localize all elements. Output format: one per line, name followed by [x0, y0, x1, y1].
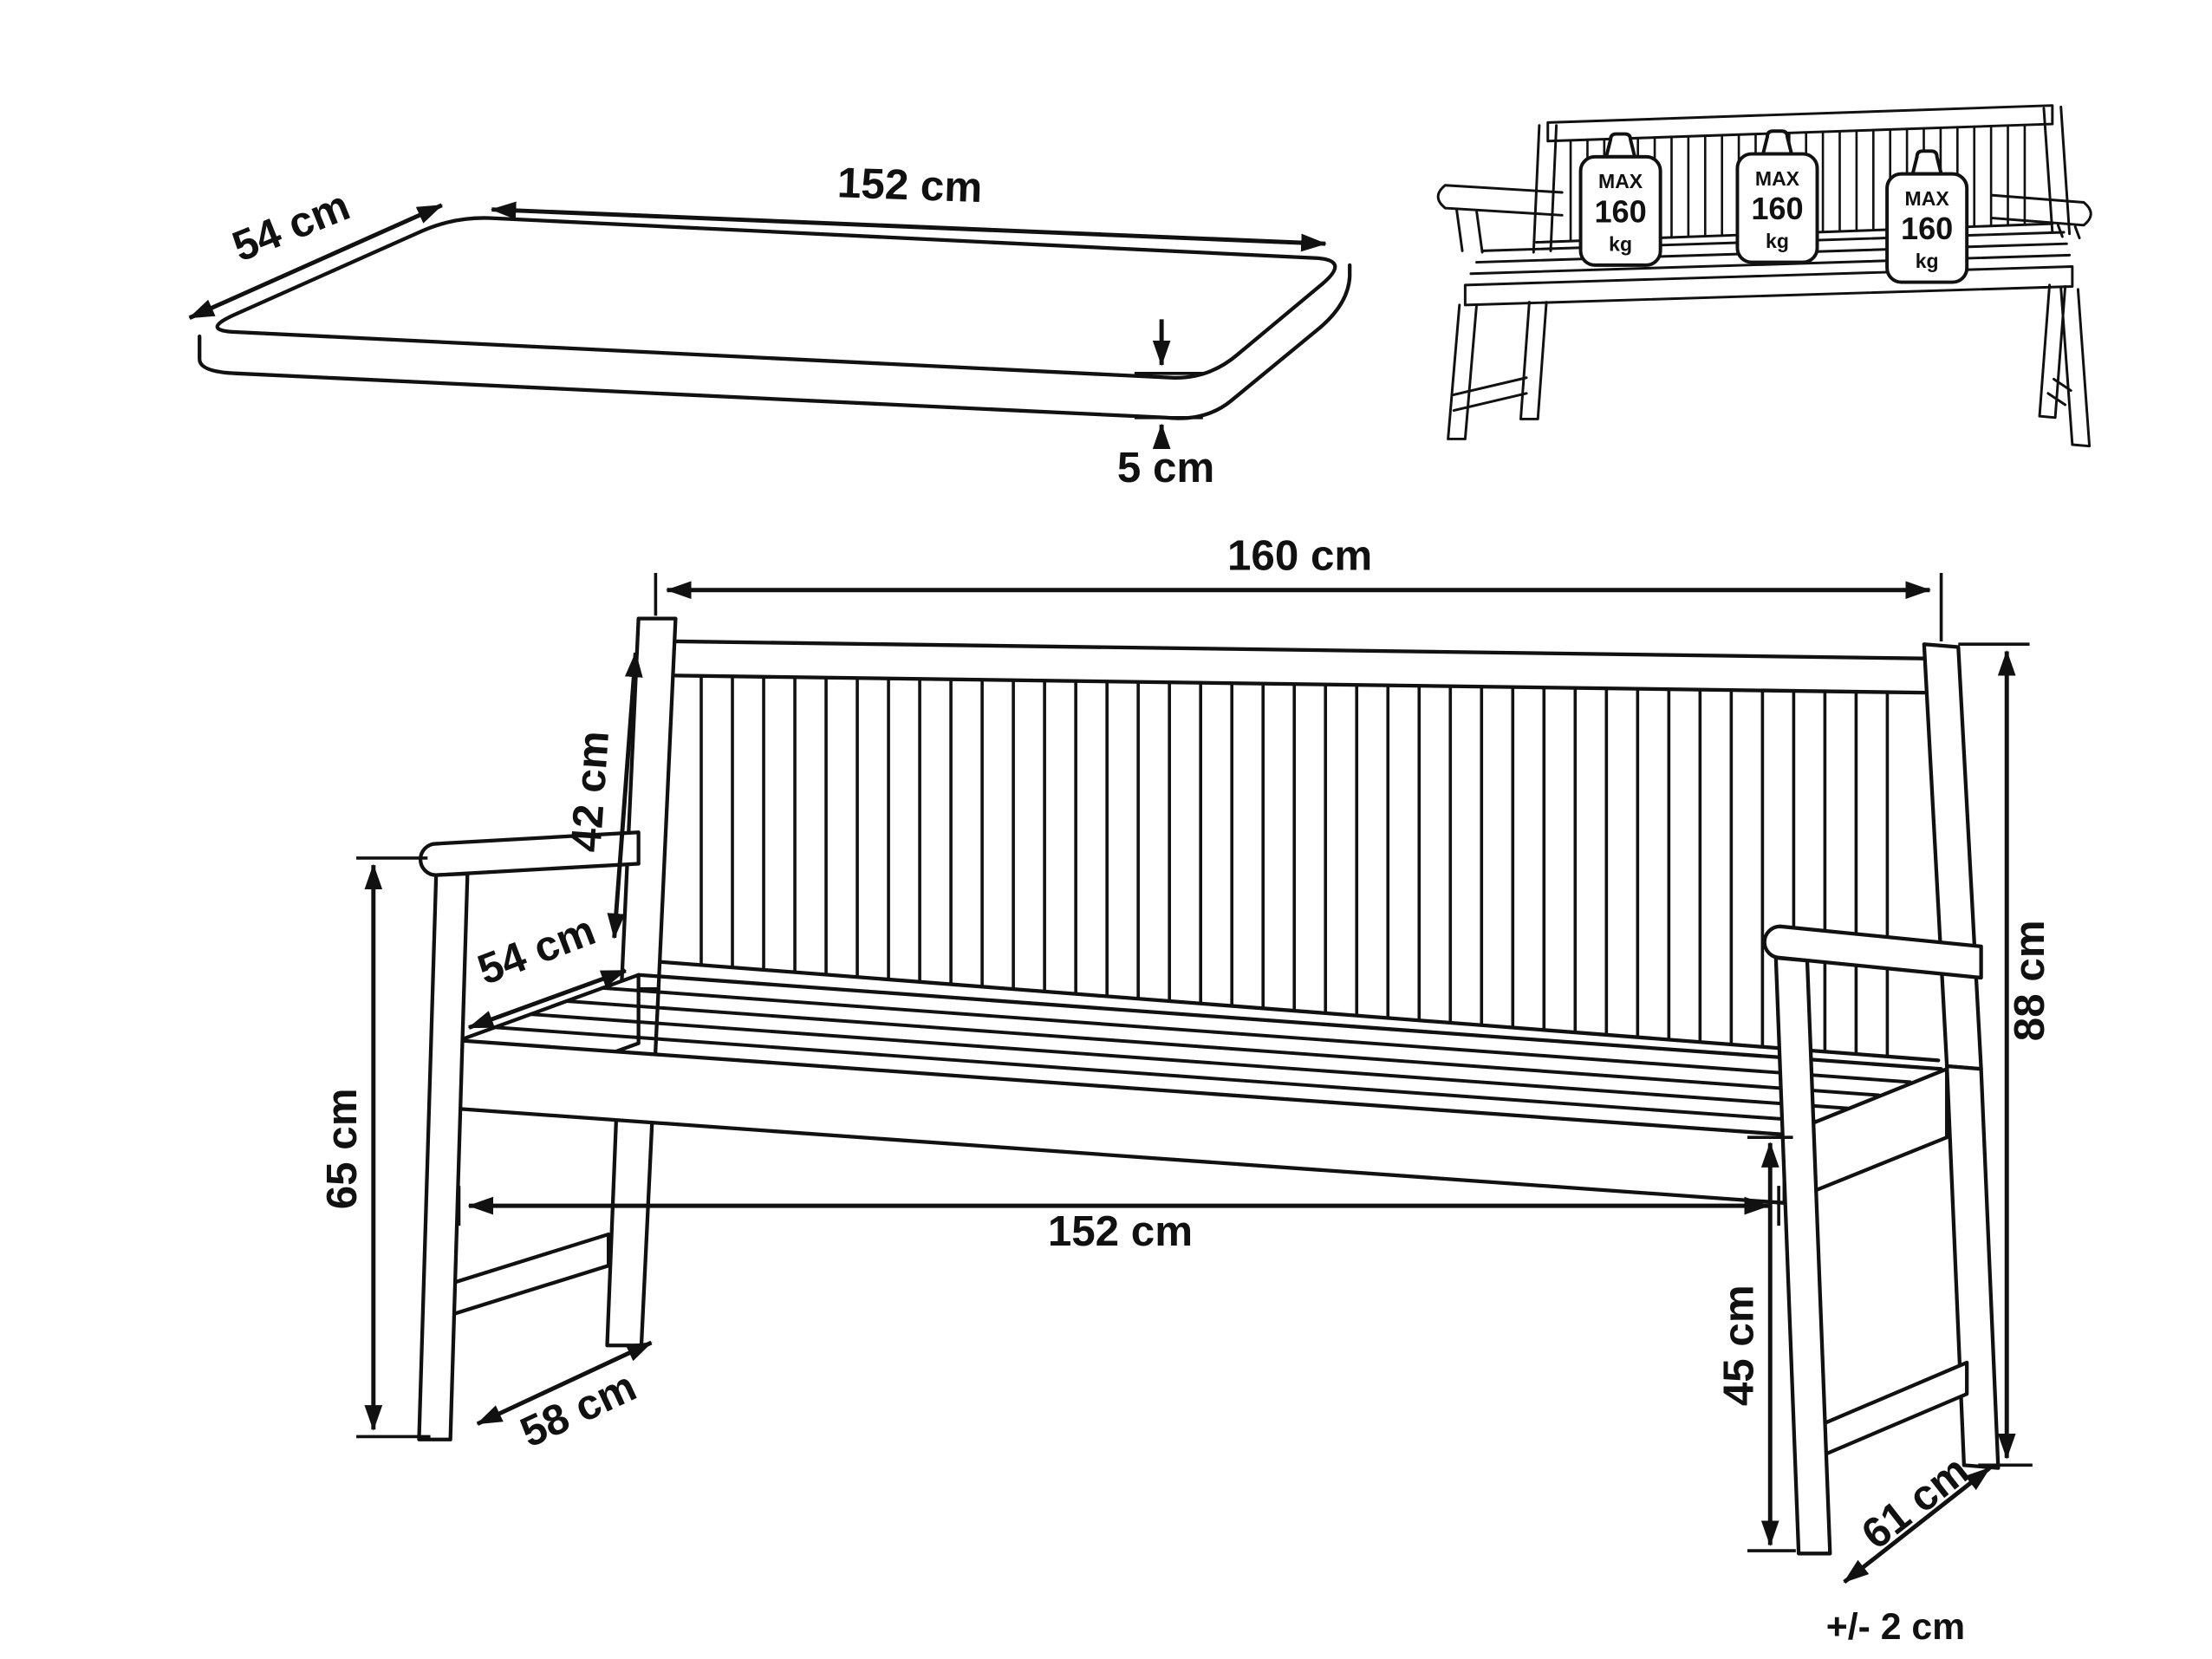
right-stretcher [1811, 1360, 1969, 1461]
badge-max-label: MAX [1905, 187, 1950, 210]
capacity-badge: MAX 160 kg [1578, 132, 1662, 267]
mini-top-rail [1546, 104, 2054, 143]
total-height-label: 88 cm [2006, 920, 2053, 1041]
badge-value-label: 160 [1901, 211, 1953, 246]
backrest-slats [699, 674, 1890, 1058]
weight-badge-icon [1761, 129, 1793, 156]
capacity-badge: MAX 160 kg [1735, 129, 1819, 264]
seat-slat-line [492, 1025, 1818, 1123]
total-width-ticks [654, 573, 1943, 641]
badge-unit-label: kg [1766, 230, 1789, 252]
cushion-thickness-label: 5 cm [1117, 444, 1214, 491]
seat-rear-edge [636, 973, 1943, 1071]
side-base-depth-arrow [1843, 1466, 1992, 1584]
badge-value-label: 160 [1751, 191, 1803, 226]
seat-slat-line [529, 1012, 1850, 1110]
weight-badge-icon [1604, 132, 1637, 159]
front-right-leg [1773, 955, 1832, 1556]
seat-slat-line [564, 999, 1881, 1097]
backrest-bottom-rail [642, 959, 1941, 1063]
cushion-length-arrow [490, 201, 1327, 252]
cushion-length-label: 152 cm [836, 159, 983, 211]
left-armrest [419, 830, 641, 877]
badge-unit-label: kg [1916, 250, 1939, 272]
seat-width-label: 152 cm [1048, 1207, 1193, 1255]
mini-back-posts [1532, 105, 2072, 254]
cushion-top-face [215, 216, 1337, 380]
backrest-height-label: 42 cm [562, 729, 618, 853]
mini-right-armrest [1991, 193, 2092, 240]
side-base-depth-label: 61 cm [1853, 1447, 1978, 1558]
front-left-leg [417, 871, 470, 1441]
badge-unit-label: kg [1609, 232, 1632, 255]
right-back-post [1922, 642, 1983, 1071]
seat-height-label: 45 cm [1715, 1285, 1763, 1406]
seat-slats [492, 986, 1912, 1123]
seat-slat-line [601, 986, 1912, 1084]
armrest-height-label: 65 cm [318, 1088, 366, 1209]
rear-right-leg [1945, 1064, 2001, 1470]
capacity-badge: MAX 160 kg [1885, 149, 1969, 284]
weight-badge-body [1578, 154, 1662, 267]
seat-depth-arrow [467, 968, 628, 1030]
left-back-post [619, 616, 678, 992]
armrest-height-ticks [356, 856, 431, 1439]
cushion-drawing: 152 cm 54 cm 5 cm [188, 159, 1352, 491]
bench-main-drawing [417, 616, 2001, 1556]
cushion-width-label: 54 cm [226, 181, 356, 270]
weight-badge-icon [1910, 149, 1943, 176]
badge-max-label: MAX [1598, 170, 1643, 192]
badge-max-label: MAX [1755, 167, 1800, 190]
badge-value-label: 160 [1594, 194, 1646, 230]
total-width-label: 160 cm [1227, 532, 1372, 580]
seat-depth-label: 54 cm [472, 906, 602, 993]
tolerance-note: +/- 2 cm [1826, 1606, 1965, 1648]
seat-front-apron [457, 1038, 1786, 1205]
left-stretcher [451, 1232, 611, 1317]
backrest-top-rail [673, 639, 1926, 695]
capacity-bench-drawing: MAX 160 kg MAX 160 kg MAX 160 kg [1436, 104, 2092, 448]
total-height-ticks [1958, 642, 2033, 1467]
cushion-side-face [198, 263, 1352, 420]
cushion-thickness-ticks [1134, 372, 1203, 420]
weight-badge-body [1735, 152, 1819, 264]
mini-left-armrest [1436, 184, 1564, 254]
front-base-depth-arrow [476, 1340, 653, 1426]
mini-right-legs [2038, 283, 2092, 448]
seat-height-ticks [1747, 1135, 1796, 1552]
cushion-width-arrow [188, 203, 444, 320]
backrest-height-arrow [607, 651, 643, 940]
mini-left-legs [1447, 301, 1548, 440]
weight-badge-body [1885, 172, 1969, 284]
